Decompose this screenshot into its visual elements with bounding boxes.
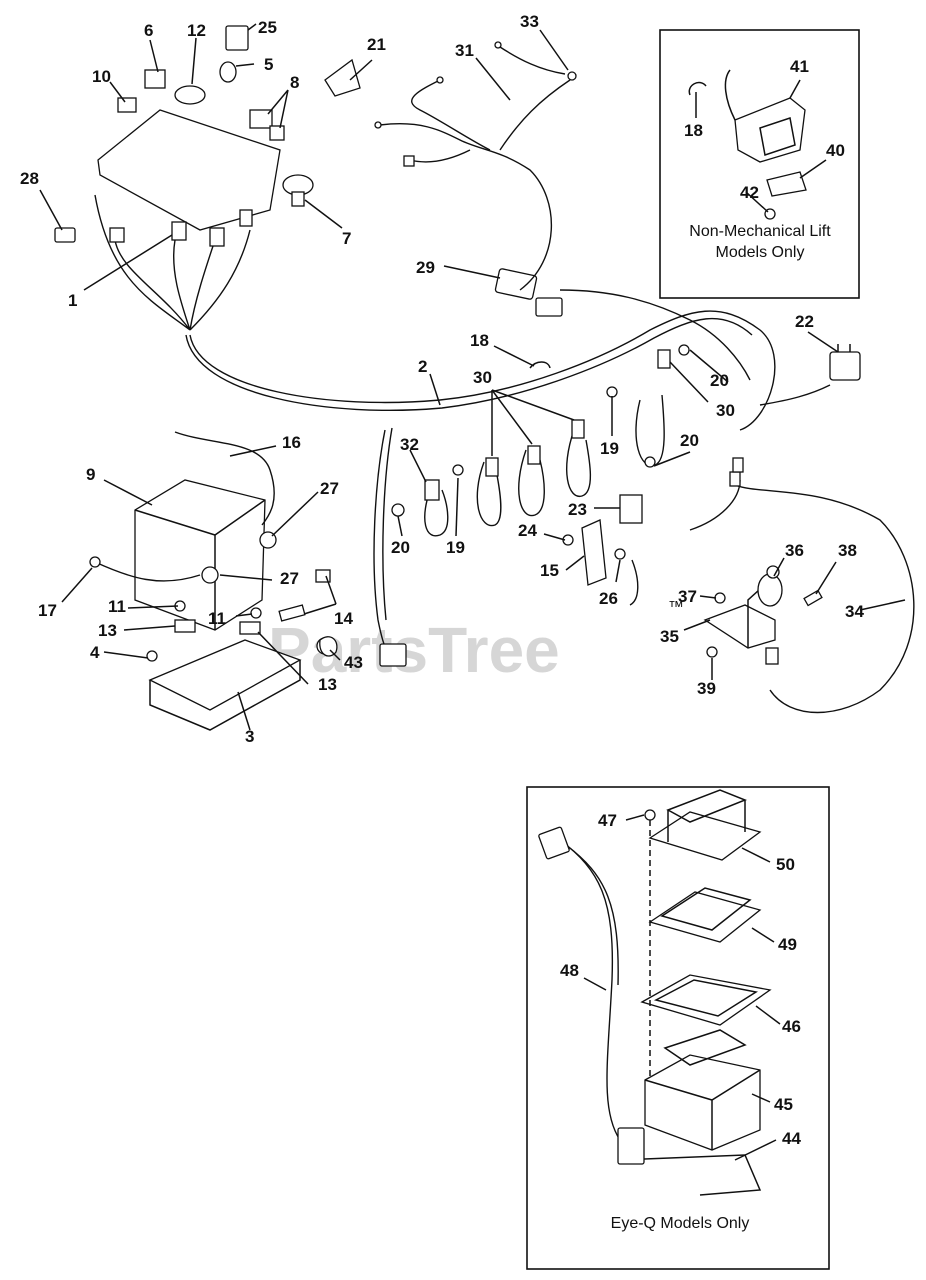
label-9: 9 <box>86 465 95 484</box>
label-3: 3 <box>245 727 254 746</box>
watermark-trademark: ™ <box>668 599 684 616</box>
label-37: 37 <box>678 587 697 606</box>
non-mechanical-lift-parts <box>688 69 807 220</box>
label-30-b: 30 <box>716 401 735 420</box>
part-labels: 6 12 25 5 8 10 7 1 28 21 31 33 29 2 18 3… <box>20 12 864 1148</box>
battery-assembly <box>89 431 334 731</box>
label-42: 42 <box>740 183 759 202</box>
label-7: 7 <box>342 229 351 248</box>
leader-lines <box>39 23 906 1161</box>
label-6: 6 <box>144 21 153 40</box>
inset-non-mechanical-caption-2: Models Only <box>716 244 805 261</box>
label-34: 34 <box>845 602 864 621</box>
label-17: 17 <box>38 601 57 620</box>
label-36: 36 <box>785 541 804 560</box>
label-49: 49 <box>778 935 797 954</box>
label-25: 25 <box>258 18 277 37</box>
label-18-inset: 18 <box>684 121 703 140</box>
dash-panel-assembly <box>54 25 361 331</box>
label-14: 14 <box>334 609 353 628</box>
label-13-a: 13 <box>98 621 117 640</box>
label-20-c: 20 <box>391 538 410 557</box>
inset-eye-q-caption: Eye-Q Models Only <box>611 1215 750 1232</box>
label-23: 23 <box>568 500 587 519</box>
label-13-b: 13 <box>318 675 337 694</box>
label-46: 46 <box>782 1017 801 1036</box>
label-31: 31 <box>455 41 474 60</box>
label-41: 41 <box>790 57 809 76</box>
label-19-a: 19 <box>600 439 619 458</box>
label-20-a: 20 <box>710 371 729 390</box>
eye-q-parts <box>538 789 772 1196</box>
label-20-b: 20 <box>680 431 699 450</box>
label-43: 43 <box>344 653 363 672</box>
label-47: 47 <box>598 811 617 830</box>
inset-non-mechanical-caption-1: Non-Mechanical Lift <box>689 223 831 240</box>
label-11-a: 11 <box>108 597 126 616</box>
label-16: 16 <box>282 433 301 452</box>
label-40: 40 <box>826 141 845 160</box>
label-48: 48 <box>560 961 579 980</box>
label-4: 4 <box>90 643 100 662</box>
inset-non-mechanical-lift <box>659 29 860 299</box>
label-11-b: 11 <box>208 609 226 628</box>
label-32: 32 <box>400 435 419 454</box>
label-1: 1 <box>68 291 77 310</box>
label-2: 2 <box>418 357 427 376</box>
label-8: 8 <box>290 73 299 92</box>
label-28: 28 <box>20 169 39 188</box>
inset-eye-q <box>526 786 830 1270</box>
label-27-a: 27 <box>320 479 339 498</box>
label-50: 50 <box>776 855 795 874</box>
label-30-a: 30 <box>473 368 492 387</box>
main-wire-harness <box>185 41 915 714</box>
label-10: 10 <box>92 67 111 86</box>
label-33: 33 <box>520 12 539 31</box>
label-19-b: 19 <box>446 538 465 557</box>
label-44: 44 <box>782 1129 801 1148</box>
label-18-main: 18 <box>470 331 489 350</box>
label-22: 22 <box>795 312 814 331</box>
label-39: 39 <box>697 679 716 698</box>
label-12: 12 <box>187 21 206 40</box>
label-29: 29 <box>416 258 435 277</box>
label-21: 21 <box>367 35 386 54</box>
label-45: 45 <box>774 1095 793 1114</box>
watermark: PartsTree <box>268 614 560 686</box>
label-24: 24 <box>518 521 537 540</box>
label-26: 26 <box>599 589 618 608</box>
label-38: 38 <box>838 541 857 560</box>
label-5: 5 <box>264 55 273 74</box>
label-27-b: 27 <box>280 569 299 588</box>
label-15: 15 <box>540 561 559 580</box>
label-35: 35 <box>660 627 679 646</box>
right-side-parts <box>319 344 823 665</box>
